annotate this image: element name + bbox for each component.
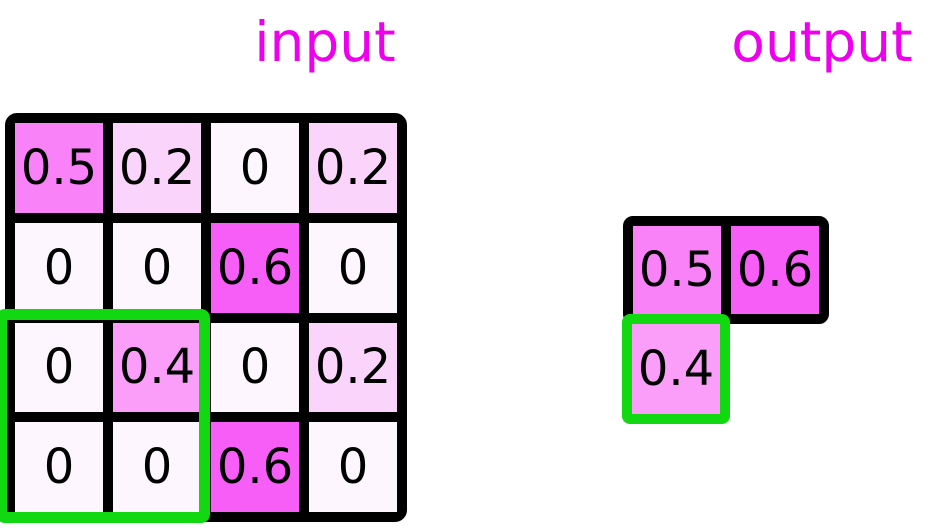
pooling-window-highlight bbox=[0, 309, 210, 523]
input-cell-r1c4: 0.2 bbox=[309, 123, 397, 213]
output-title: output bbox=[731, 10, 913, 74]
input-title: input bbox=[254, 10, 396, 74]
input-cell-r2c2: 0 bbox=[113, 222, 201, 313]
input-cell-r1c3: 0 bbox=[211, 123, 299, 213]
output-cell-r1c1: 0.5 bbox=[633, 226, 721, 314]
output-cell-r2c1-highlighted: 0.4 bbox=[622, 314, 730, 424]
input-cell-r3c3: 0 bbox=[211, 322, 299, 413]
output-cell-r1c2: 0.6 bbox=[731, 226, 819, 314]
input-cell-r1c2: 0.2 bbox=[113, 123, 201, 213]
input-cell-r3c4: 0.2 bbox=[309, 322, 397, 413]
input-cell-r3c2: 0.4 bbox=[113, 322, 201, 413]
input-cell-r3c1: 0 bbox=[15, 322, 103, 413]
input-cell-r4c1: 0 bbox=[15, 422, 103, 512]
input-cell-r2c3: 0.6 bbox=[211, 222, 299, 313]
input-cell-r4c4: 0 bbox=[309, 422, 397, 512]
input-cell-r1c1: 0.5 bbox=[15, 123, 103, 213]
input-cell-r4c3: 0.6 bbox=[211, 422, 299, 512]
output-grid-top-row: 0.5 0.6 bbox=[623, 216, 829, 324]
input-cell-r4c2: 0 bbox=[113, 422, 201, 512]
input-cell-r2c1: 0 bbox=[15, 222, 103, 313]
input-cell-r2c4: 0 bbox=[309, 222, 397, 313]
